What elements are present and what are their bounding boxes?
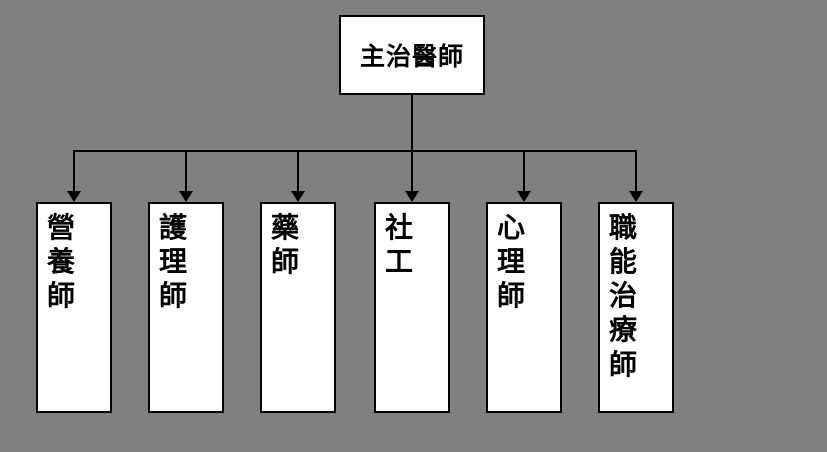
node-child-label: 藥師 bbox=[271, 213, 300, 279]
connector-drop-line bbox=[73, 150, 75, 192]
connector-drop-line bbox=[635, 150, 637, 192]
arrow-down-icon bbox=[179, 191, 193, 202]
node-child: 社工 bbox=[374, 202, 450, 413]
connector-drop-line bbox=[185, 150, 187, 192]
node-child: 藥師 bbox=[260, 202, 336, 413]
node-child: 心理師 bbox=[486, 202, 562, 413]
connector-drop-line bbox=[297, 150, 299, 192]
node-root-label: 主治醫師 bbox=[359, 44, 464, 71]
node-root: 主治醫師 bbox=[339, 15, 485, 95]
arrow-down-icon bbox=[629, 191, 643, 202]
node-child: 營養師 bbox=[36, 202, 112, 413]
connector-stem-line bbox=[411, 95, 413, 152]
node-child-label: 社工 bbox=[385, 213, 414, 279]
arrow-down-icon bbox=[291, 191, 305, 202]
node-child-label: 職能治療師 bbox=[609, 213, 638, 381]
arrow-down-icon bbox=[405, 191, 419, 202]
node-child-label: 心理師 bbox=[497, 213, 526, 313]
connector-drop-line bbox=[411, 150, 413, 192]
arrow-down-icon bbox=[517, 191, 531, 202]
connector-drop-line bbox=[523, 150, 525, 192]
node-child: 職能治療師 bbox=[598, 202, 674, 413]
connector-horizontal-line bbox=[73, 150, 637, 152]
node-child: 護理師 bbox=[148, 202, 224, 413]
arrow-down-icon bbox=[67, 191, 81, 202]
node-child-label: 護理師 bbox=[159, 213, 188, 313]
node-child-label: 營養師 bbox=[47, 213, 76, 313]
